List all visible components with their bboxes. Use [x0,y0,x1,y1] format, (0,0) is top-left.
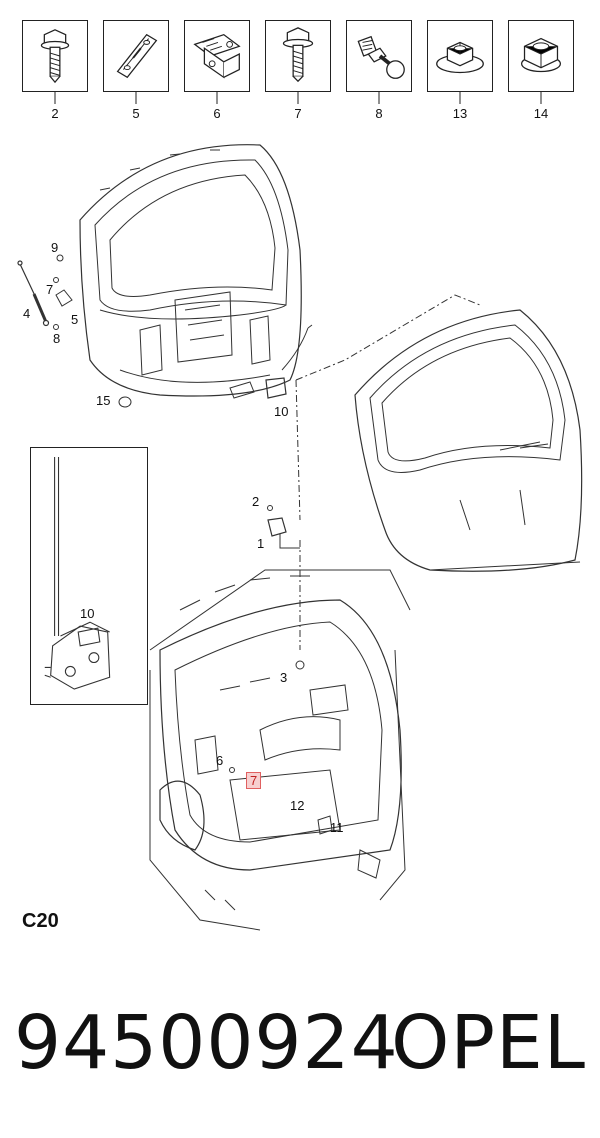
callout-9: 9 [51,240,59,255]
flange-bolt-icon [40,29,70,84]
rear-body-opening [149,569,411,931]
diagram-code: C20 [22,910,59,932]
fastener-7 [53,277,59,283]
part-box-6[interactable] [184,20,250,92]
part-number-label: 5 [132,106,140,121]
callout-15: 15 [96,393,111,408]
callout-6: 6 [216,753,224,768]
footer: 94500924 OPEL [0,1000,600,1100]
callout-10-inset: 10 [80,606,95,621]
part-box-2[interactable] [22,20,88,92]
callout-3: 3 [280,670,288,685]
part-box-8[interactable] [346,20,412,92]
callout-1: 1 [257,536,265,551]
part-number-label: 14 [533,106,549,121]
callout-8: 8 [53,331,61,346]
liftgate-outer-panel [354,309,583,572]
liftgate-inner-panel [79,144,302,397]
part-box-7[interactable] [265,20,331,92]
part-number-label: 7 [294,106,302,121]
latch-detail-drawing [44,457,111,690]
hex-nut-icon [520,37,562,73]
exploded-liftgate-drawing [17,144,583,931]
fastener-6 [229,767,235,773]
callout-7: 7 [46,282,54,297]
latch-detail-inset [30,447,148,705]
hex-bolt-icon [282,27,314,83]
bracket-plate-icon [116,33,158,79]
callout-11: 11 [330,820,344,835]
small-bracket [55,289,73,307]
part-number: 94500924 [14,1000,399,1086]
grommet-15 [118,396,132,408]
part-number-label: 8 [375,106,383,121]
brand-name: OPEL [391,1000,586,1086]
callout-4: 4 [23,306,31,321]
fastener-9 [56,254,64,262]
part-box-5[interactable] [103,20,169,92]
fastener-3 [295,660,305,670]
hinge-plate-icon [193,33,241,79]
part-box-14[interactable] [508,20,574,92]
callout-2: 2 [252,494,260,509]
part-number-label: 13 [452,106,468,121]
part-number-label: 2 [51,106,59,121]
callout-10: 10 [274,404,289,419]
callout-7-highlighted[interactable]: 7 [246,772,262,789]
parts-legend-row: 2 5 6 7 8 13 14 [22,20,582,121]
leader-lines [54,92,542,104]
fastener-8 [53,324,59,330]
part-box-13[interactable] [427,20,493,92]
callout-5: 5 [71,312,79,327]
part-number-label: 6 [213,106,221,121]
ball-stud-icon [357,35,405,79]
callout-12: 12 [290,798,305,813]
striker-11 [317,815,333,835]
gas-strut [17,260,50,327]
flange-nut-icon [436,41,484,74]
